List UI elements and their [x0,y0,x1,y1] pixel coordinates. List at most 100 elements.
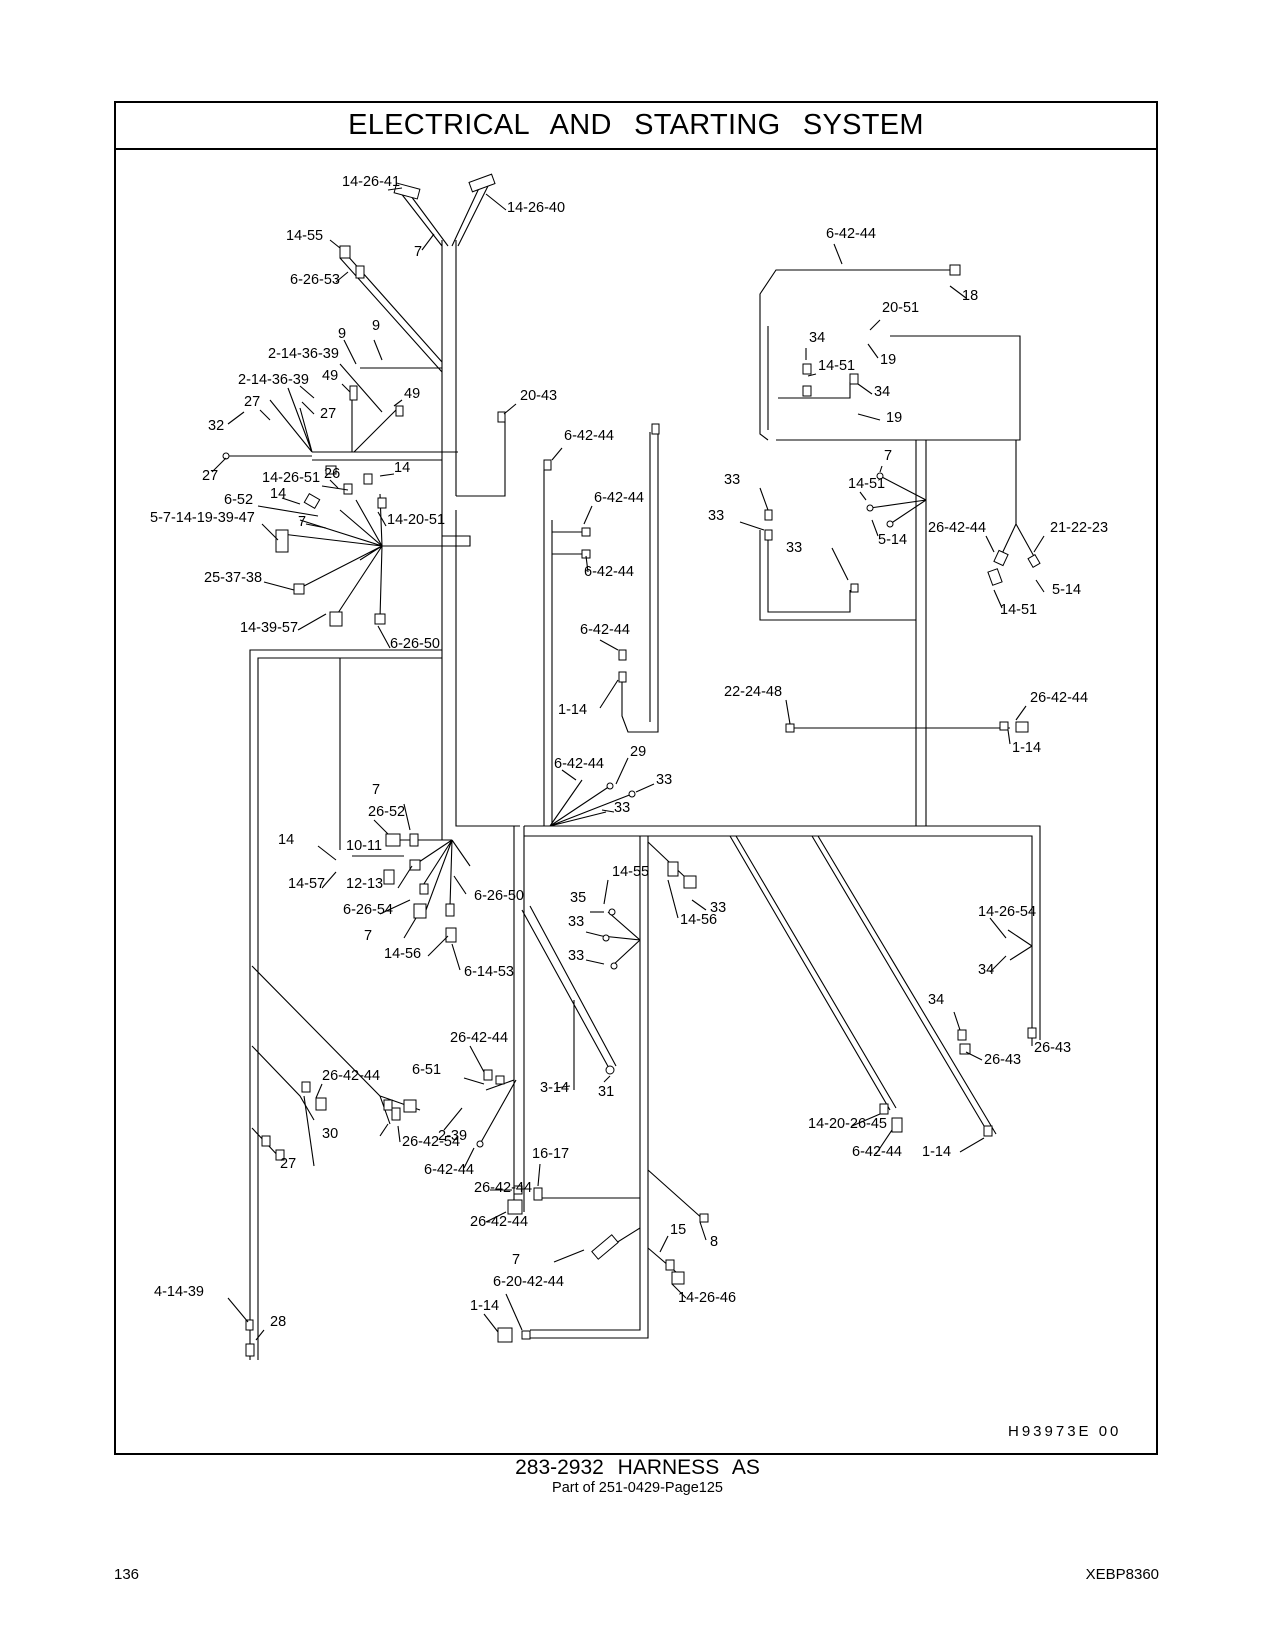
leader-line [397,865,413,889]
callout-label: 2-14-36-39 [238,372,309,388]
leader-line [303,1095,315,1167]
leader-line [485,1211,507,1223]
leader-line [263,581,295,591]
connector [245,1343,255,1357]
wire [249,649,442,1360]
leader-line [553,1249,585,1263]
leader-line [329,239,341,249]
leader-line [1007,729,1011,745]
leader-line [1035,579,1045,593]
title-bar: ELECTRICAL AND STARTING SYSTEM [116,103,1156,150]
callout-label: 3-14 [540,1080,569,1096]
leader-line [857,413,881,421]
leader-line [453,875,467,895]
wire [339,253,443,373]
connector [507,1199,523,1215]
leader-line [257,505,319,517]
leader-line [373,819,389,835]
leader-line [373,339,383,361]
connector [802,363,812,375]
connector [483,1069,493,1081]
leader-line [227,411,245,425]
leader-line [377,511,387,527]
callout-label: 1-14 [558,702,587,718]
diagram-frame: ELECTRICAL AND STARTING SYSTEM [114,101,1158,1455]
callout-label: 27 [244,394,260,410]
wire [479,1079,517,1145]
connector [419,883,429,895]
connector [683,875,697,889]
wire [451,185,489,247]
callout-label: 33 [568,914,584,930]
leader-line [227,1297,249,1323]
connector [355,265,365,279]
connector [325,465,337,475]
leader-line [1015,705,1027,721]
connector [1027,1027,1037,1039]
terminal [876,472,884,480]
caption-subtitle: Part of 251-0429-Page125 [552,1480,723,1496]
leader-line [281,497,301,505]
callout-label: 1-14 [470,1298,499,1314]
leader-line [379,899,411,915]
callout-label: 5-14 [878,532,907,548]
connector [850,583,859,593]
callout-label: 26-43 [984,1052,1021,1068]
leader-line [867,343,879,359]
connector [339,245,351,259]
callout-label: 14-57 [288,876,325,892]
leader-line [259,409,271,421]
leader-line [211,457,227,473]
connector [581,527,591,537]
leader-line [599,639,619,651]
callout-label: 6-26-54 [343,902,393,918]
callout-label: 14-51 [848,476,885,492]
terminal [605,1065,615,1075]
callout-label: 19 [880,352,896,368]
callout-label: 6-26-50 [474,888,524,904]
callout-label: 26-42-44 [928,520,986,536]
leader-line [343,339,357,365]
leader-line [857,383,873,395]
connector [413,903,427,919]
leader-lines [211,187,1045,1341]
callout-label: 14 [270,486,286,502]
callout-label: 27 [202,468,218,484]
connector [245,1319,254,1331]
connector [983,1125,993,1137]
callout-label: 5-7-14-19-39-47 [150,510,255,526]
callout-label: 14-20-51 [387,512,445,528]
connector [785,723,795,733]
leader-line [831,547,849,581]
callout-label: 14-51 [1000,602,1037,618]
connector [409,833,419,847]
leader-line [379,473,395,477]
leader-line [305,523,327,529]
leader-line [785,699,791,725]
leader-line [599,679,619,709]
leader-line [585,959,605,965]
connector [651,423,660,435]
connector [363,473,373,485]
callout-label: 26-42-44 [322,1068,380,1084]
callout-label: 14-20-26-45 [808,1116,887,1132]
connector [891,1117,903,1133]
wire [759,269,1021,441]
leader-line [485,193,507,211]
page-title: ELECTRICAL AND STARTING SYSTEM [348,109,924,141]
connector [497,411,506,423]
wire [251,965,421,1121]
callout-label: 7 [298,514,306,530]
connector [301,1081,311,1093]
leader-line [989,955,1007,973]
callout-label: 6-14-53 [464,964,514,980]
callout-label: 34 [809,330,825,346]
leader-line [341,383,351,393]
callout-label: 33 [786,540,802,556]
connector [445,903,455,917]
callout-label: 22-24-48 [724,684,782,700]
connector [879,1103,889,1115]
connector [849,373,859,385]
caption-title: 283-2932 HARNESS AS [515,1456,760,1479]
connector [667,861,679,877]
